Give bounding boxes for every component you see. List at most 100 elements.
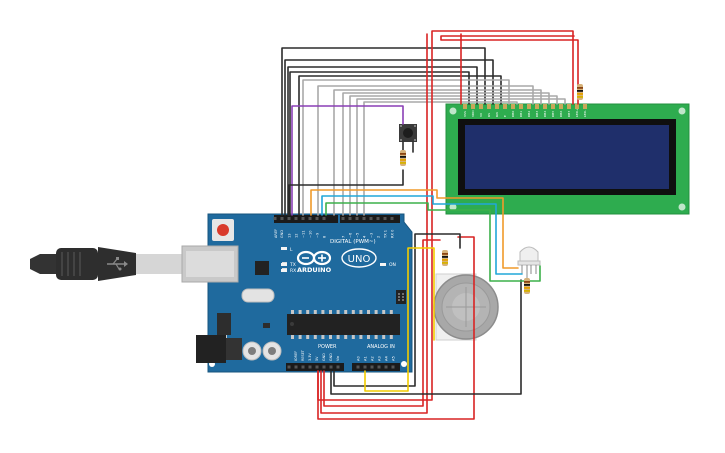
analog-pin-label: A0 bbox=[356, 356, 360, 361]
pin-socket[interactable] bbox=[391, 365, 395, 369]
pin-socket[interactable] bbox=[384, 365, 388, 369]
capacitor bbox=[242, 341, 262, 361]
wire-lcd-db6 bbox=[349, 95, 558, 216]
lcd-pin bbox=[551, 104, 555, 109]
reset-button[interactable] bbox=[212, 219, 234, 241]
pin-socket[interactable] bbox=[383, 217, 387, 220]
tx-led-label: TX bbox=[289, 262, 296, 268]
pin-socket[interactable] bbox=[287, 365, 291, 369]
usb-interface-chip bbox=[255, 261, 269, 275]
digital-pin-label: 13 bbox=[287, 233, 291, 238]
lcd-mount-hole bbox=[678, 107, 686, 115]
wires bbox=[281, 30, 579, 420]
lcd-pin-label: E bbox=[503, 115, 507, 117]
pin-socket[interactable] bbox=[377, 365, 381, 369]
resistor[interactable] bbox=[400, 150, 406, 166]
wire-lcd-db4 bbox=[333, 89, 542, 216]
gas-sensor[interactable] bbox=[433, 273, 499, 341]
analog-header bbox=[352, 363, 400, 371]
pin-socket[interactable] bbox=[308, 217, 312, 220]
lcd-pin-label: LED+ bbox=[575, 108, 579, 117]
pin-socket[interactable] bbox=[362, 217, 366, 220]
pin-socket[interactable] bbox=[363, 365, 367, 369]
rgb-led[interactable] bbox=[517, 246, 541, 278]
lcd-pin-label: DB4 bbox=[543, 111, 547, 117]
uno-badge: UNO bbox=[341, 248, 377, 268]
digital-pin-label: 7 bbox=[341, 236, 345, 238]
lcd-pin bbox=[583, 104, 587, 109]
wire-led-blue bbox=[325, 202, 541, 282]
lcd-pin-label: DB0 bbox=[511, 111, 515, 117]
lcd-pin-label: DB5 bbox=[551, 111, 555, 117]
tx-led bbox=[281, 263, 287, 266]
pin-socket[interactable] bbox=[287, 217, 291, 220]
pin-socket[interactable] bbox=[356, 365, 360, 369]
lcd-pin-label: DB3 bbox=[535, 111, 539, 117]
board-mount-hole bbox=[401, 361, 407, 367]
icsp-header bbox=[396, 290, 406, 304]
digital-pin-label: 8 bbox=[322, 235, 326, 238]
pin-socket[interactable] bbox=[355, 217, 359, 220]
crystal-oscillator bbox=[241, 288, 275, 303]
push-button[interactable] bbox=[399, 124, 417, 142]
power-led bbox=[380, 263, 386, 266]
power-pin-label: GND bbox=[329, 353, 333, 361]
pin-socket[interactable] bbox=[294, 365, 298, 369]
resistor[interactable] bbox=[524, 278, 530, 294]
pin-socket[interactable] bbox=[322, 365, 326, 369]
wire-lcd-rs bbox=[363, 101, 518, 216]
pin-socket[interactable] bbox=[315, 365, 319, 369]
wire-lcd-vss2 bbox=[289, 71, 470, 216]
pin-socket[interactable] bbox=[336, 365, 340, 369]
lcd-pin bbox=[463, 104, 467, 109]
lcd-pin bbox=[487, 104, 491, 109]
pin-socket[interactable] bbox=[273, 217, 277, 220]
pin-socket[interactable] bbox=[370, 365, 374, 369]
digital-pin-label: ~10 bbox=[308, 230, 312, 238]
pin-socket[interactable] bbox=[308, 365, 312, 369]
pin-socket[interactable] bbox=[390, 217, 394, 220]
lcd-pin-label: V0 bbox=[479, 113, 483, 117]
wire-gnd-sensor bbox=[333, 233, 461, 387]
power-pin-label: 3.3V bbox=[308, 353, 312, 361]
lcd-pin-label: DB6 bbox=[559, 111, 563, 117]
power-led-label: ON bbox=[389, 262, 396, 268]
wire-led-red bbox=[310, 189, 519, 269]
lcd-pin bbox=[495, 104, 499, 109]
pin-socket[interactable] bbox=[280, 217, 284, 220]
digital-pin-label: ~9 bbox=[315, 232, 319, 238]
resistor[interactable] bbox=[577, 84, 583, 100]
pin-socket[interactable] bbox=[348, 217, 352, 220]
rx-led bbox=[281, 269, 287, 272]
power-header-label: POWER bbox=[318, 344, 337, 350]
digital-pin-label: RX 0 bbox=[390, 229, 394, 238]
pin-socket[interactable] bbox=[369, 217, 373, 220]
pin-socket[interactable] bbox=[329, 365, 333, 369]
resistor[interactable] bbox=[442, 250, 448, 266]
arduino-uno-board[interactable]: L TX RX ON ARDUINO UNO DIGITAL (PWM~) AR… bbox=[207, 213, 413, 373]
digital-pin-label: TX 1 bbox=[383, 230, 387, 239]
digital-pin-label: 4 bbox=[362, 235, 366, 238]
pin-socket[interactable] bbox=[315, 217, 319, 220]
wire-lcd-rw bbox=[284, 59, 494, 216]
pin-socket[interactable] bbox=[301, 217, 305, 220]
pin-socket[interactable] bbox=[376, 217, 380, 220]
usb-b-port[interactable] bbox=[181, 245, 239, 283]
usb-cable[interactable] bbox=[30, 247, 182, 281]
wire-lcd-db0 bbox=[302, 79, 510, 216]
capacitor bbox=[262, 341, 282, 361]
rx-led-label: RX bbox=[290, 268, 296, 274]
lcd-pin-label: RW bbox=[495, 112, 499, 117]
pin-socket[interactable] bbox=[341, 217, 345, 220]
pin-socket[interactable] bbox=[294, 217, 298, 220]
lcd-pin-label: DB7 bbox=[567, 111, 571, 117]
digital-header-left bbox=[274, 215, 338, 223]
lcd-pin bbox=[511, 104, 515, 109]
uno-model-text: UNO bbox=[348, 254, 371, 265]
pin-socket[interactable] bbox=[301, 365, 305, 369]
wire-sensor-analog bbox=[364, 247, 435, 392]
pin-socket[interactable] bbox=[322, 217, 326, 220]
lcd-screen bbox=[465, 125, 669, 189]
